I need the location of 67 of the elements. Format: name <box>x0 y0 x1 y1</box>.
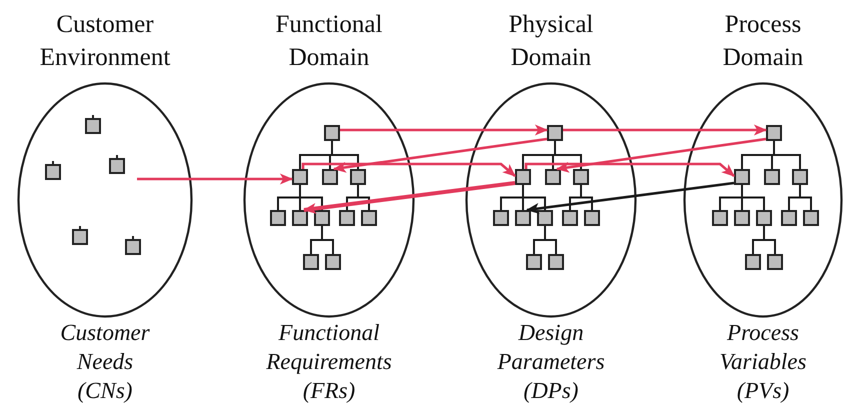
tree-line <box>741 185 765 210</box>
square-node <box>303 254 319 270</box>
arrow <box>332 138 548 173</box>
square-node <box>547 125 563 141</box>
square-node <box>781 210 797 226</box>
tree-line <box>799 185 812 210</box>
arrow <box>137 174 294 184</box>
domain-heading: Process Domain <box>722 10 804 73</box>
square-node <box>712 210 728 226</box>
arrow <box>302 162 516 177</box>
square-node <box>756 210 772 226</box>
square-node <box>339 210 355 226</box>
tree-line <box>554 141 582 169</box>
square-node <box>85 115 101 135</box>
arrow <box>563 124 768 136</box>
square-node <box>734 169 750 185</box>
square-node <box>109 155 125 175</box>
square-node <box>803 210 819 226</box>
square-node <box>573 169 589 185</box>
square-node <box>45 161 61 181</box>
arrow <box>302 181 516 214</box>
square-node <box>764 169 780 185</box>
square-node <box>734 210 750 226</box>
square-node <box>745 254 761 270</box>
arrow <box>526 182 734 214</box>
square-node <box>314 210 330 226</box>
domain-caption: Design Parameters (DPs) <box>496 319 606 405</box>
square-node <box>545 169 561 185</box>
square-node <box>322 169 338 185</box>
domain-heading: Customer Environment <box>38 10 172 73</box>
tree-line <box>773 141 801 169</box>
arrow <box>524 162 735 177</box>
square-node <box>72 226 88 246</box>
tree-line <box>331 141 359 169</box>
square-node <box>537 210 553 226</box>
tree-line <box>580 185 593 210</box>
square-node <box>125 236 141 256</box>
arrow <box>340 124 548 136</box>
square-node <box>562 210 578 226</box>
square-node <box>292 169 308 185</box>
square-node <box>292 210 308 226</box>
arrow <box>556 138 766 173</box>
square-node <box>270 210 286 226</box>
square-node <box>548 254 564 270</box>
square-node <box>325 254 341 270</box>
square-node <box>515 210 531 226</box>
domain-caption: Functional Requirements (FRs) <box>265 319 393 405</box>
tree-line <box>522 185 546 210</box>
domain-caption: Customer Needs (CNs) <box>59 319 151 405</box>
square-node <box>361 210 377 226</box>
domain-caption: Process Variables (PVs) <box>718 319 808 405</box>
tree-line <box>544 226 557 254</box>
square-node <box>766 125 782 141</box>
domain-heading: Physical Domain <box>508 10 594 73</box>
square-node <box>515 169 531 185</box>
square-node <box>324 125 340 141</box>
tree-line <box>763 226 776 254</box>
square-node <box>493 210 509 226</box>
square-node <box>526 254 542 270</box>
square-node <box>350 169 366 185</box>
tree-line <box>299 185 323 210</box>
square-node <box>584 210 600 226</box>
tree-line <box>357 185 370 210</box>
tree-line <box>321 226 334 254</box>
square-node <box>792 169 808 185</box>
square-node <box>767 254 783 270</box>
domain-heading: Functional Domain <box>274 10 384 73</box>
